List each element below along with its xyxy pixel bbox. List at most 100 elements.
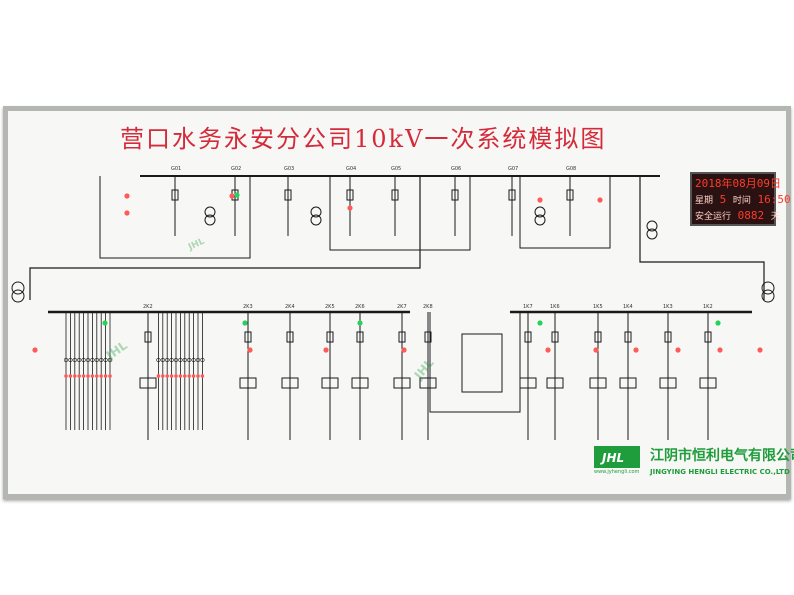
red-lamp [90, 374, 95, 378]
mimic-board [3, 106, 791, 499]
breaker-icon [664, 331, 672, 343]
dense-feeder-switch [165, 357, 170, 363]
company-logo-text: JHL [600, 451, 624, 465]
red-lamp [247, 347, 253, 353]
feeder-label: 2K4 [285, 304, 295, 310]
breaker-icon [326, 331, 334, 343]
top-mid-loop [329, 176, 471, 251]
time-label: 时间 [732, 196, 751, 206]
transformer-right-icon [761, 289, 775, 303]
feeder-label: 2K5 [325, 304, 335, 310]
dense-feeder-switch [94, 357, 99, 363]
red-lamp [174, 374, 178, 378]
feeder-label: G07 [508, 166, 518, 172]
safety-row: 安全运行 0882 天 [695, 208, 780, 223]
svg-text:JHL: JHL [411, 356, 437, 383]
meter-box [139, 377, 157, 389]
meter-box [699, 377, 717, 389]
feeder-label: G04 [346, 166, 356, 172]
breaker-icon [551, 331, 559, 343]
feeder-label: 2K7 [397, 304, 407, 310]
red-lamp [401, 347, 407, 353]
transformer-icon [310, 214, 322, 226]
feeder-label: G05 [391, 166, 401, 172]
dense-feeder-switch [160, 357, 165, 363]
red-lamp [545, 347, 551, 353]
transformer-left-icon [11, 289, 25, 303]
dense-feeder-switch [191, 357, 196, 363]
breaker-icon [451, 189, 459, 201]
bus-coupler-line [429, 312, 521, 413]
breaker-icon [244, 331, 252, 343]
incomer-left-line [29, 176, 421, 300]
feeder-label: G01 [171, 166, 181, 172]
time-value: 16:50 [757, 193, 791, 206]
red-lamp [757, 347, 763, 353]
transformer-icon [646, 220, 658, 232]
transformer-icon [204, 206, 216, 218]
feeder-label: G03 [284, 166, 294, 172]
week-time-row: 星期 5 时间 16:50 [695, 192, 791, 207]
red-lamp [103, 374, 108, 378]
transformer-icon [646, 228, 658, 240]
dense-feeder-switch [68, 357, 73, 363]
breaker-icon [424, 331, 432, 343]
dense-feeder-switch [99, 357, 104, 363]
dense-feeder-switch [156, 357, 161, 363]
feeder-label: 1K4 [623, 304, 633, 310]
meter-box [619, 377, 637, 389]
red-lamp [187, 374, 191, 378]
company-logo [594, 446, 640, 468]
dense-feeder-switch [195, 357, 201, 363]
date-readout: 2018年08月09日 [695, 177, 781, 190]
red-lamp [68, 374, 73, 378]
red-lamp [156, 374, 161, 378]
dense-feeder-group [63, 312, 205, 430]
red-lamp [597, 197, 603, 203]
company-name-en: JINGYING HENGLI ELECTRIC CO.,LTD [650, 468, 790, 476]
feeder-label: 1K6 [550, 304, 560, 310]
red-lamp [124, 193, 130, 199]
red-lamp [229, 193, 235, 199]
dense-feeder-switch [169, 357, 174, 363]
breaker-icon [566, 189, 574, 201]
incomer-right-line [639, 176, 765, 300]
week-value: 5 [719, 193, 727, 206]
red-lamp [323, 347, 329, 353]
meter-box [589, 377, 607, 389]
company-name: 江阴市恒利电气有限公司 [650, 448, 794, 464]
dense-feeder-switch [200, 357, 205, 363]
red-lamp [86, 374, 90, 378]
safety-label: 安全运行 [695, 212, 732, 222]
feeder-label: 2K2 [143, 304, 153, 310]
feeder-label: 1K5 [593, 304, 603, 310]
red-lamp [200, 374, 205, 378]
red-lamp [64, 374, 68, 378]
red-lamp [196, 374, 200, 378]
breaker-icon [286, 331, 294, 343]
breaker-icon [704, 331, 712, 343]
transformer-right-icon [761, 281, 775, 295]
breaker-icon [284, 189, 292, 201]
transformer-icon [534, 206, 546, 218]
week-label: 星期 [695, 196, 714, 206]
safety-days: 0882 [737, 209, 765, 222]
dense-feeder-switch [63, 357, 69, 363]
red-lamp [347, 205, 353, 211]
feeder-label: G08 [566, 166, 576, 172]
red-lamp [165, 374, 169, 378]
feeder-label: 1K2 [703, 304, 713, 310]
feeder-label: 2K3 [243, 304, 253, 310]
meter-box [239, 377, 257, 389]
red-lamp [124, 210, 130, 216]
feeder-label: 1K7 [523, 304, 533, 310]
feeder-label: 2K6 [355, 304, 365, 310]
transformer-left-icon [11, 281, 25, 295]
feeder-label: 2K8 [423, 304, 433, 310]
breaker-icon [524, 331, 532, 343]
feeder-label: G06 [451, 166, 461, 172]
red-lamp [675, 347, 681, 353]
red-lamp [633, 347, 639, 353]
